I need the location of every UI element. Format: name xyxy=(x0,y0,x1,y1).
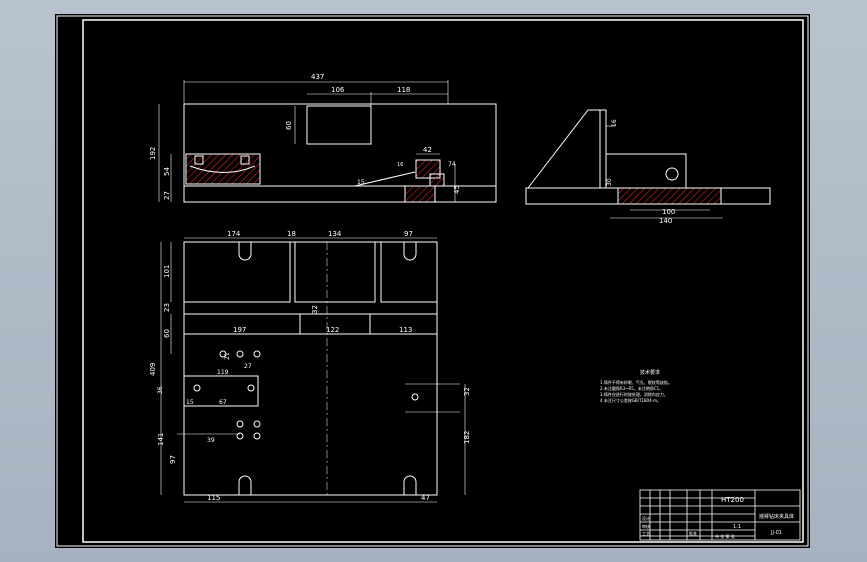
tb-label-design: 设计 xyxy=(642,515,650,521)
front-view-labels: 437 106 118 60 192 54 27 42 74 45 15 16 xyxy=(149,73,461,200)
dim-right-h: 182 xyxy=(463,431,471,444)
dim-hole-d: 67 xyxy=(219,399,227,406)
dim-seg-a: 174 xyxy=(227,230,241,238)
dim-rail-mid: 122 xyxy=(326,326,339,334)
dim-mid-h: 60 xyxy=(163,329,171,338)
drawing-canvas: 437 106 118 60 192 54 27 42 74 45 15 16 … xyxy=(55,14,810,548)
dim-overall-h: 409 xyxy=(149,363,157,376)
dim-top-pad-height: 60 xyxy=(285,121,293,130)
dim-hole-g: 39 xyxy=(207,437,215,444)
dim-upper-h: 101 xyxy=(163,265,171,278)
dim-bottom-left: 115 xyxy=(207,494,220,502)
dim-top-tab: 16 xyxy=(611,119,618,127)
dim-top-pad-offset: 118 xyxy=(397,86,410,94)
dim-width-b: 140 xyxy=(659,217,672,225)
tb-label-process: 工艺 xyxy=(642,531,650,536)
title-block-text: HT200 摇臂钻床夹具体 JJ-01 1:1 共 张 第 张 设计 审核 工艺… xyxy=(642,496,794,539)
inner-frame xyxy=(82,19,804,543)
dim-seg-d: 97 xyxy=(404,230,413,238)
dim-right-base: 45 xyxy=(453,185,461,194)
dim-width-a: 100 xyxy=(662,208,675,216)
dim-seg-c: 134 xyxy=(328,230,342,238)
cad-drawing: 437 106 118 60 192 54 27 42 74 45 15 16 … xyxy=(56,15,809,547)
dim-bottom-right: 47 xyxy=(421,494,430,502)
title-block xyxy=(639,489,801,541)
dim-rib-height: 30 xyxy=(606,178,613,186)
outer-frame xyxy=(56,15,809,547)
tb-label-review: 审核 xyxy=(642,523,650,529)
sheet-info: 共 张 第 张 xyxy=(715,533,735,539)
dim-slope: 15 xyxy=(357,179,365,186)
dim-lower-g: 97 xyxy=(169,455,177,464)
dim-hole-e: 36 xyxy=(157,386,164,394)
drawing-name: 摇臂钻床夹具体 xyxy=(759,513,794,520)
dim-right-top: 42 xyxy=(423,146,432,154)
dim-lower-h: 141 xyxy=(157,433,165,446)
top-view-labels: 174 18 134 97 101 23 32 60 409 197 122 1… xyxy=(149,230,471,502)
dim-hole-c: 119 xyxy=(217,369,229,376)
side-view-labels: 16 30 100 140 xyxy=(606,119,675,225)
tb-label-approve: 批准 xyxy=(689,530,697,536)
dim-rail-left: 197 xyxy=(233,326,246,334)
tech-line-2: 2.未注圆角R3~R5，未注倒角C1。 xyxy=(600,385,663,391)
tech-line-4: 4.未注尺寸公差按GB/T1804-m。 xyxy=(600,397,661,403)
dim-slot-width: 16 xyxy=(397,162,403,168)
tech-requirements-title: 技术要求 xyxy=(640,369,660,376)
drawing-number: JJ-01 xyxy=(770,530,782,536)
top-view xyxy=(160,237,466,503)
dim-rail-h: 32 xyxy=(311,305,319,314)
dim-hole-a: 21 xyxy=(224,352,231,360)
tech-requirements: 技术要求 1.铸件不得有砂眼、气孔、裂纹等缺陷。 2.未注圆角R3~R5，未注倒… xyxy=(600,369,672,403)
dim-base-height: 27 xyxy=(163,191,171,200)
tech-line-1: 1.铸件不得有砂眼、气孔、裂纹等缺陷。 xyxy=(600,379,672,385)
tech-line-3: 3.铸件应进行时效处理，消除内应力。 xyxy=(600,391,668,397)
dim-right-side: 74 xyxy=(448,161,456,168)
dim-hole-b: 27 xyxy=(244,363,252,370)
dim-top-pad-width: 106 xyxy=(331,86,345,94)
dim-clamp-height: 54 xyxy=(163,167,171,176)
dim-overall-length: 437 xyxy=(311,73,324,81)
dim-overall-height: 192 xyxy=(149,147,157,160)
front-view xyxy=(158,80,497,203)
dim-rail-right: 113 xyxy=(399,326,412,334)
side-view xyxy=(525,109,771,219)
scale-value: 1:1 xyxy=(733,524,741,530)
dim-seg-b: 18 xyxy=(287,230,296,238)
dim-hole-f: 15 xyxy=(186,399,194,406)
dim-gap-h: 23 xyxy=(163,303,171,312)
dim-right-slot: 32 xyxy=(463,387,471,396)
material-label: HT200 xyxy=(721,496,744,504)
